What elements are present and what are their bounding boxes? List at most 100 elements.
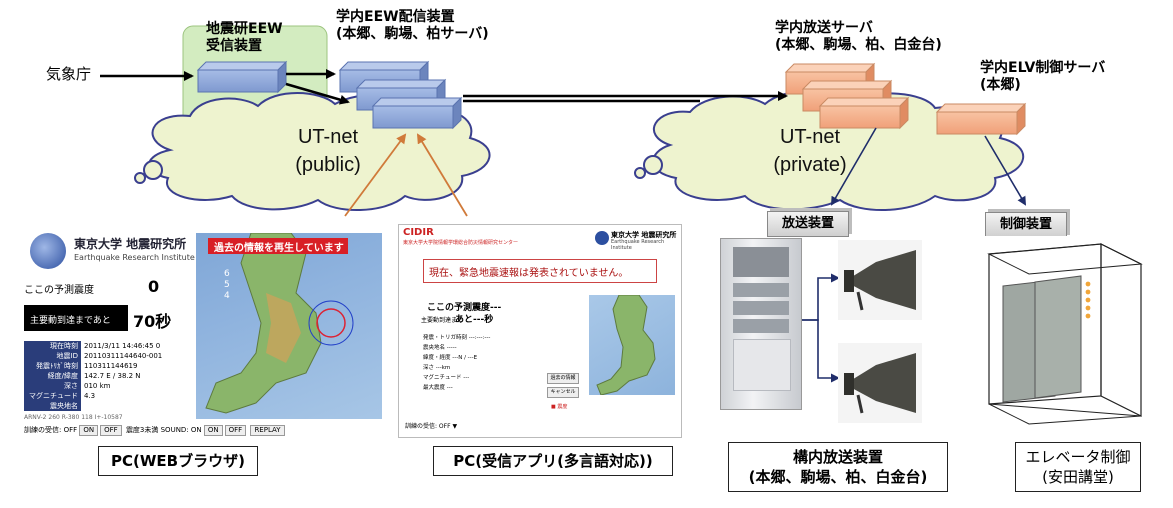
- cloud-public-line-2: (public): [295, 154, 361, 176]
- app-status-text: 現在、緊急地震速報は発表されていません。: [429, 268, 629, 279]
- replay-banner: [208, 238, 348, 254]
- japan-map: [196, 232, 382, 419]
- sound-label: 震度3未満 SOUND: ON: [125, 426, 202, 434]
- web-footer-note: ARNV-2 260 R-380 118 I+-10587: [24, 414, 123, 421]
- app-subtitle: 東京大学大学院情報学環総合防災情報研究センター: [403, 240, 519, 246]
- app-time-label: 主要動到達まで: [421, 317, 464, 324]
- broadcast-device-tag: 放送装置: [767, 211, 849, 237]
- app-history-button[interactable]: 過去の情報: [547, 373, 579, 384]
- cloud-private-label: UT-net (private): [760, 123, 860, 179]
- distribution-server-3: [371, 96, 463, 130]
- web-info-row: 震央地名: [24, 401, 194, 411]
- eew-receiver-label-2: 受信装置: [206, 38, 262, 54]
- speaker-bottom: [838, 343, 922, 423]
- broadcast-server-label-2: (本郷、駒場、柏、白金台): [775, 37, 942, 53]
- training-on-button[interactable]: ON: [79, 425, 99, 436]
- web-info-key: マグニチュード: [24, 391, 81, 401]
- elv-control-server: [935, 102, 1027, 136]
- arrow-elv-to-control: [984, 135, 1027, 206]
- web-info-key: 発震ﾄﾘｶﾞ時刻: [24, 361, 81, 371]
- pa-rack-unit-5: [733, 339, 791, 391]
- web-org-en: Earthquake Research Institute: [74, 253, 195, 262]
- pa-rack: [720, 238, 802, 410]
- caption-pc-app: PC(受信アプリ(多言語対応)): [433, 446, 673, 476]
- caption-elv: エレベータ制御 (安田講堂): [1015, 442, 1141, 492]
- app-brand: CIDIR: [403, 227, 434, 238]
- app-status-light: ■ 震度: [551, 404, 568, 410]
- app-info-row: 震央地名 -----: [423, 345, 457, 351]
- cloud-private-line-1: UT-net: [779, 126, 841, 148]
- web-info-value: 010 km: [84, 382, 111, 390]
- arrow-receiver-to-dist-2: [285, 82, 350, 105]
- web-org-ja: 東京大学 地震研究所: [74, 237, 187, 251]
- japan-map-shape: [205, 232, 354, 414]
- app-footer: 訓練の受信: OFF ▼: [405, 423, 458, 430]
- arrow-broadcast-to-device: [830, 127, 877, 206]
- elv-server-label-1: 学内ELV制御サーバ: [980, 60, 1106, 76]
- app-japan-map-shape: [596, 294, 656, 396]
- app-cancel-button[interactable]: キャンセル: [547, 387, 579, 398]
- elevator-icon: [987, 243, 1143, 425]
- web-info-key: 地震ID: [24, 351, 81, 361]
- app-time-value: あと---秒: [455, 315, 494, 325]
- training-label: 訓練の受信: OFF: [24, 426, 78, 434]
- sound-on-button[interactable]: ON: [203, 425, 223, 436]
- pa-rack-unit-4: [733, 319, 789, 333]
- app-info-row: 最大震度 ---: [423, 385, 453, 391]
- app-japan-map: [589, 294, 675, 396]
- web-info-value: 4.3: [84, 392, 96, 400]
- speaker-top-icon: [844, 250, 916, 311]
- web-intensity-value: 0: [148, 277, 160, 296]
- app-org-en: Earthquake Research Institute: [611, 239, 665, 251]
- caption-elv-line-2: (安田講堂): [1042, 468, 1114, 486]
- cloud-public-line-1: UT-net: [297, 126, 359, 148]
- sound-off-button[interactable]: OFF: [224, 425, 247, 436]
- arrow-pc-web-to-dist: [344, 133, 407, 217]
- training-off-button[interactable]: OFF: [100, 425, 122, 436]
- web-info-value: [81, 401, 84, 411]
- app-info-row: 発震・トリガ時刻 ---:---:---: [423, 335, 491, 341]
- jma-label: 気象庁: [46, 65, 92, 83]
- arrow-pc-app-to-dist: [416, 133, 468, 217]
- web-time-value: 70秒: [133, 312, 172, 331]
- pc-app-screenshot: CIDIR 東京大学大学院情報学環総合防災情報研究センター 東京大学 地震研究所…: [398, 224, 682, 438]
- intensity-scale-mark: 6: [224, 269, 230, 279]
- dist-server-label-1: 学内EEW配信装置: [336, 9, 455, 25]
- arrow-rack-to-speaker-top: [800, 273, 840, 321]
- speaker-bottom-icon: [844, 353, 916, 414]
- web-info-key: 経度/緯度: [24, 371, 81, 381]
- web-intensity-label: ここの予測震度: [24, 285, 94, 296]
- cloud-private-line-2: (private): [773, 154, 847, 176]
- caption-elv-line-1: エレベータ制御: [1025, 448, 1131, 466]
- web-info-key: 現在時刻: [24, 341, 81, 351]
- caption-pc-web: PC(WEBブラウザ): [98, 446, 258, 476]
- control-device-tag: 制御装置: [985, 212, 1067, 238]
- app-status-box: [423, 259, 657, 283]
- speaker-top: [838, 240, 922, 320]
- intensity-scale-mark: 4: [224, 291, 230, 301]
- cloud-private: [634, 90, 1024, 212]
- replay-button[interactable]: REPLAY: [250, 425, 285, 436]
- app-intensity-label: ここの予測震度---: [427, 303, 502, 313]
- web-info-key: 震央地名: [24, 401, 81, 411]
- app-org-ja: 東京大学 地震研究所: [611, 231, 677, 239]
- web-info-key: 深さ: [24, 381, 81, 391]
- caption-pa-line-1: 構内放送装置: [792, 448, 883, 466]
- web-info-value: 110311144619: [84, 362, 138, 370]
- app-info-table: 発震・トリガ時刻 ---:---:---震央地名 -----緯度・経度 ---N…: [423, 333, 563, 393]
- pc-web-screenshot: 東京大学 地震研究所 Earthquake Research Institute…: [18, 225, 388, 437]
- intensity-scale-mark: 5: [224, 280, 230, 290]
- app-info-row: マグニチュード ---: [423, 375, 470, 381]
- caption-pa: 構内放送装置 (本郷、駒場、柏、白金台): [728, 442, 948, 492]
- broadcast-server-3: [818, 96, 910, 130]
- arrow-rack-to-speaker-bottom: [800, 319, 840, 383]
- broadcast-server-label-1: 学内放送サーバ: [775, 20, 873, 36]
